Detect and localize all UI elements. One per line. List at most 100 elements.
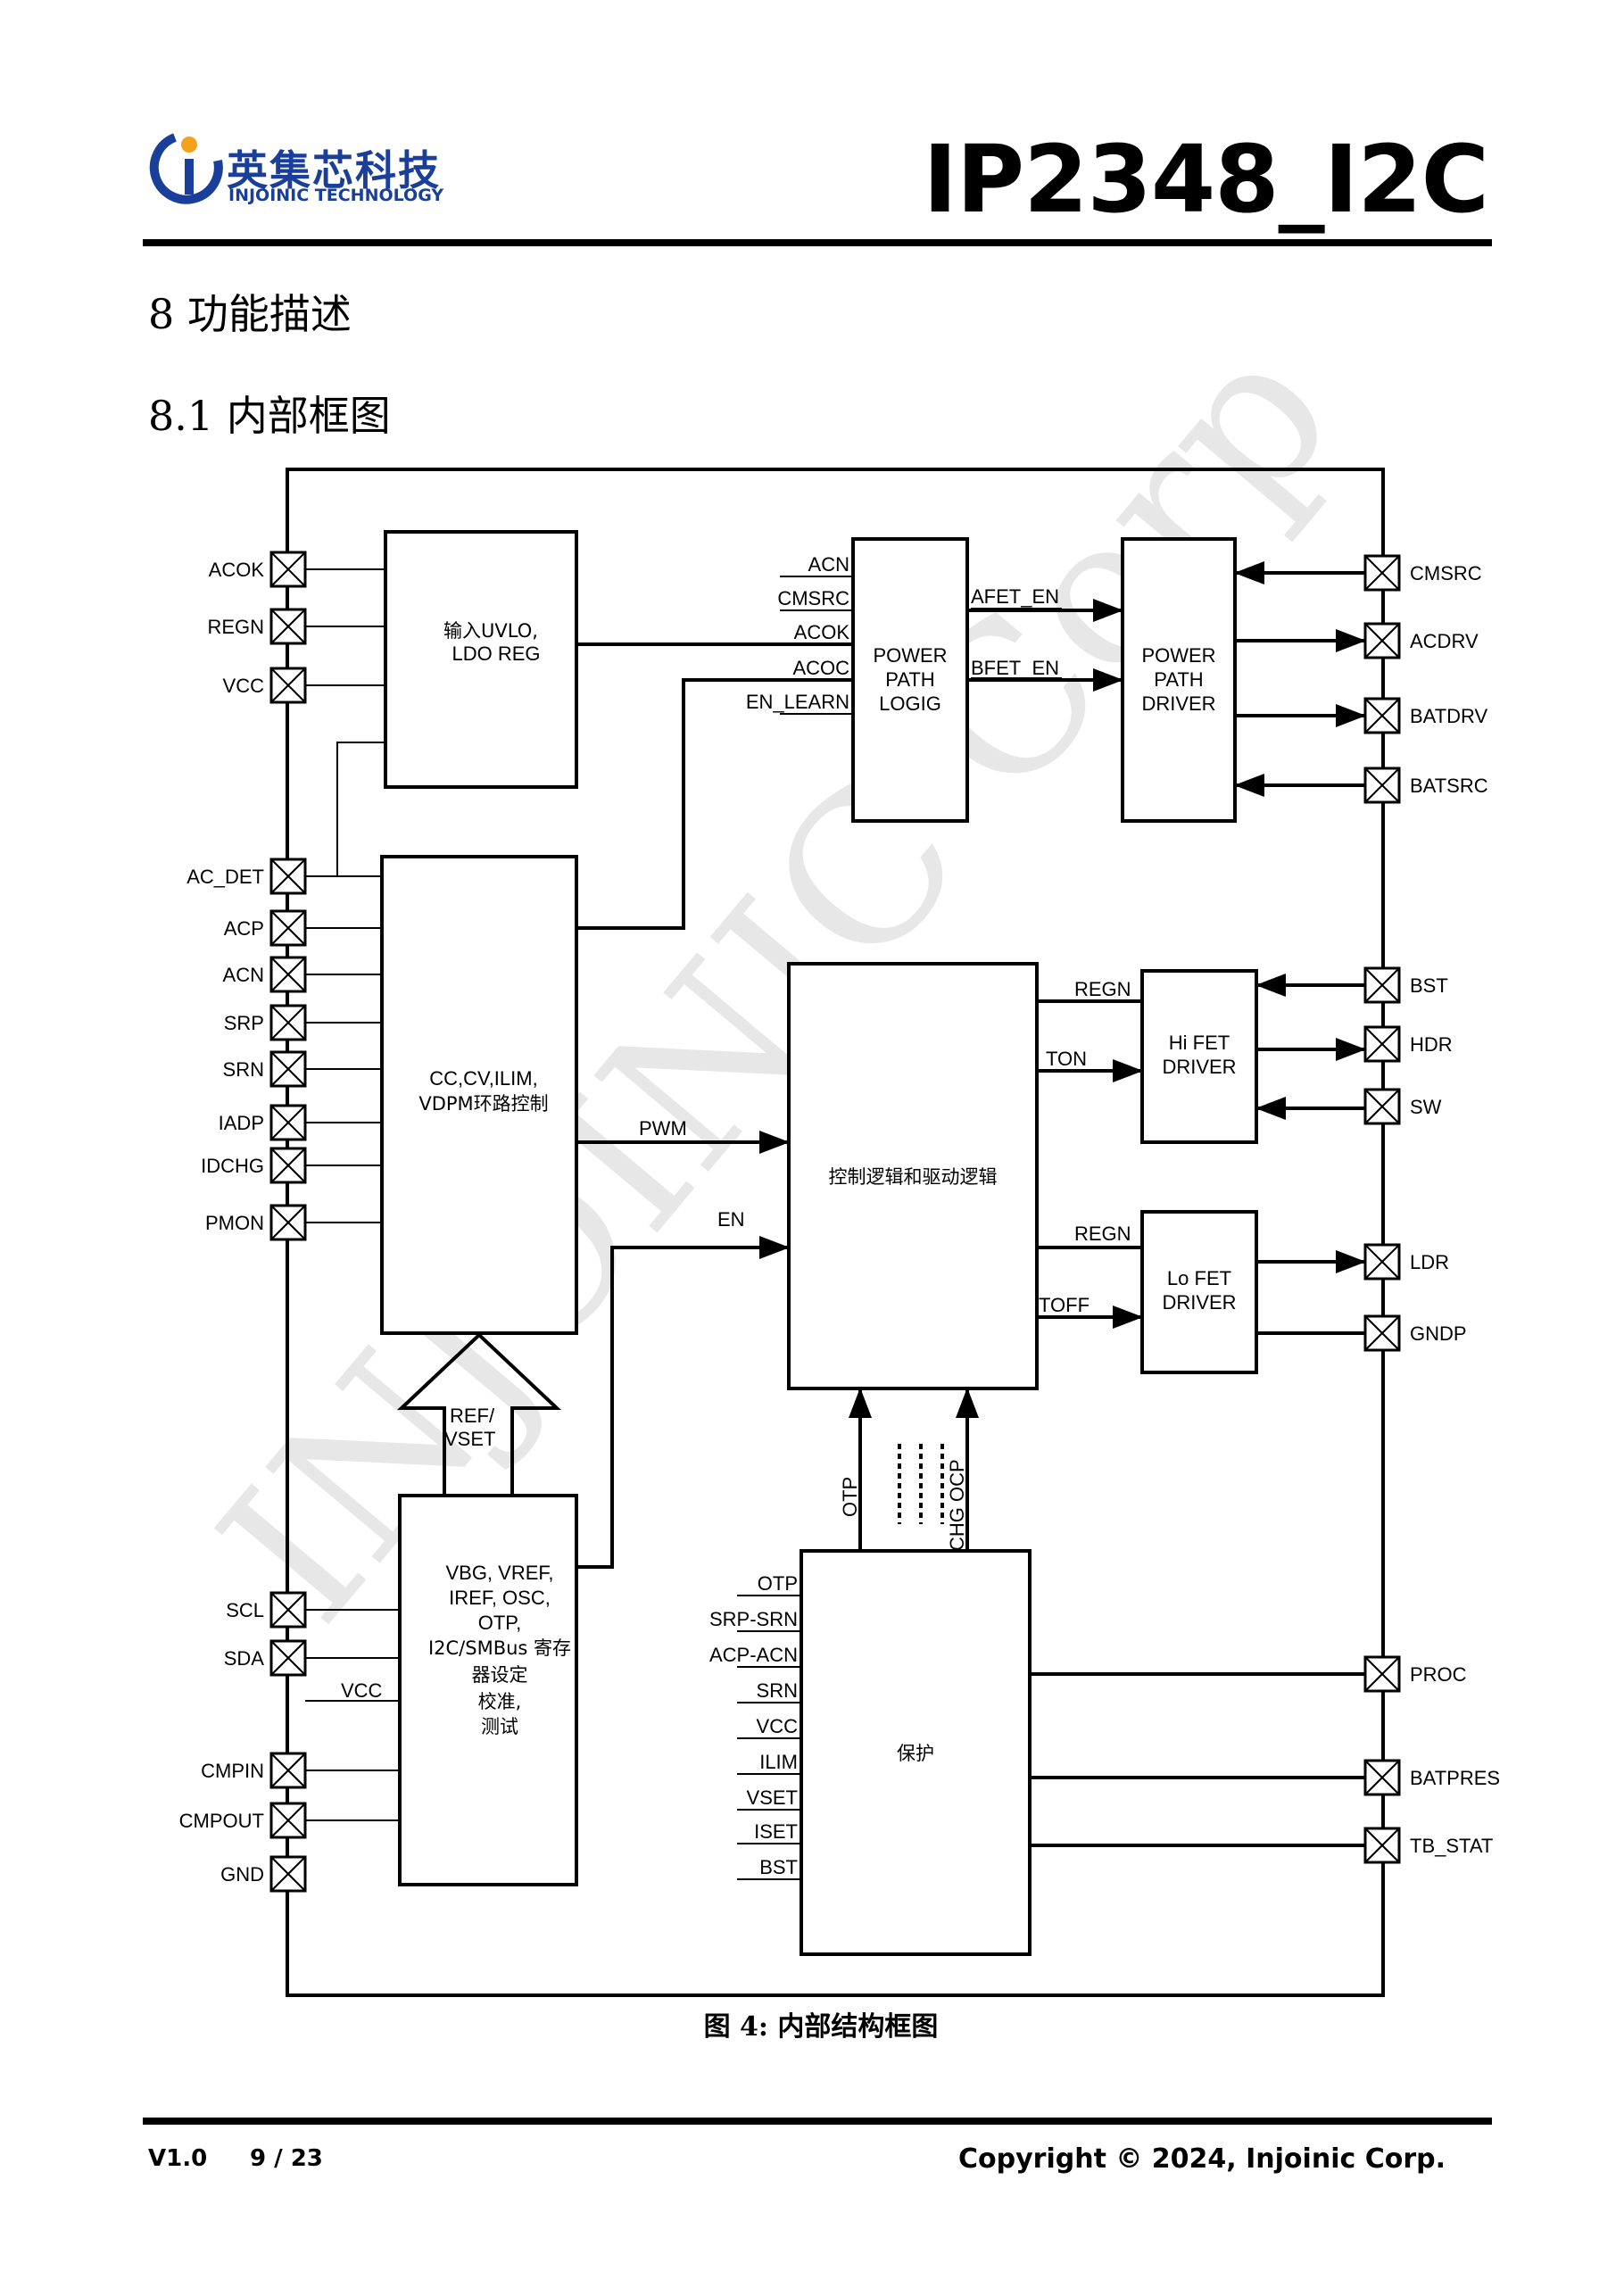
reference-label-line: IREF, OSC, [449, 1587, 551, 1609]
ppl-input-acoc-label: ACOC [792, 657, 849, 679]
left-pin-acp-label: ACP [224, 917, 264, 940]
left-pin-sda-label: SDA [224, 1647, 265, 1670]
document-title: IP2348_I2C [923, 125, 1489, 234]
subsection-heading: 8.1 内部框图 [148, 392, 391, 440]
ppl-label-2: PATH [885, 668, 934, 691]
ppl-label-3: LOGIG [879, 692, 941, 715]
right-pin-tb-stat-pin-cross-b [1364, 1828, 1400, 1863]
left-pin-scl-label: SCL [226, 1599, 264, 1621]
reference-label-line: VBG, VREF, [445, 1562, 553, 1584]
loop-to-enlearn-wire [576, 678, 853, 930]
ppd-label-1: POWER [1141, 644, 1215, 667]
left-pin-cmpin-pin-cross-b [270, 1753, 306, 1788]
left-pin-ac-det-label: AC_DET [186, 866, 264, 888]
lo-fet-label-2: DRIVER [1162, 1291, 1236, 1314]
protection-input-vcc-label: VCC [757, 1715, 799, 1737]
vcc-ref-label: VCC [341, 1679, 383, 1702]
left-pin-vcc-pin-cross-b [270, 667, 306, 703]
otp-signal-label: OTP [839, 1477, 861, 1517]
section-heading: 8 功能描述 [148, 290, 352, 338]
uvlo-label-2: LDO REG [452, 642, 540, 665]
control-logic-block [787, 962, 1039, 1390]
right-pin-acdrv-label: ACDRV [1410, 630, 1479, 652]
reference-label-line: 校准, [478, 1691, 522, 1712]
company-logo-icon [149, 133, 223, 204]
left-pin-acn-label: ACN [223, 964, 264, 986]
right-pin-batdrv-label: BATDRV [1410, 705, 1488, 727]
regn-lo-label: REGN [1074, 1223, 1131, 1245]
right-pin-sw-label: SW [1410, 1096, 1442, 1118]
right-pin-gndp-label: GNDP [1410, 1322, 1467, 1345]
right-pin-batsrc-label: BATSRC [1410, 775, 1488, 797]
ppd-label-3: DRIVER [1141, 692, 1215, 715]
left-pin-idchg-pin-cross-b [270, 1148, 306, 1183]
reference-label-line: 器设定 [472, 1664, 528, 1686]
left-pin-cmpout-pin-cross-b [270, 1803, 306, 1838]
regn-hi-label: REGN [1074, 978, 1131, 1000]
footer-page-number: 9 / 23 [250, 2145, 323, 2172]
lo-fet-label-1: Lo FET [1167, 1267, 1231, 1289]
protection-input-srp-srn-label: SRP-SRN [709, 1608, 798, 1630]
ref-vset-label-2: VSET [444, 1428, 495, 1450]
right-pin-acdrv-pin-cross-b [1364, 623, 1400, 659]
reference-label-line: 测试 [481, 1716, 518, 1737]
left-pin-acok-pin-cross-b [270, 551, 306, 587]
reference-label-line: I2C/SMBus 寄存 [428, 1637, 571, 1659]
left-pin-idchg-label: IDCHG [201, 1155, 264, 1177]
left-pin-gnd-pin-cross-b [270, 1856, 306, 1892]
hi-fet-label-2: DRIVER [1162, 1056, 1236, 1078]
ppl-input-en-learn-label: EN_LEARN [746, 691, 849, 713]
left-pin-srp-label: SRP [224, 1012, 264, 1034]
right-pin-bst-pin-cross-b [1364, 967, 1400, 1003]
left-pin-pmon-pin-cross-b [270, 1205, 306, 1240]
ppl-input-cmsrc-label: CMSRC [777, 587, 849, 609]
hi-fet-driver-block [1140, 969, 1258, 1144]
loop-control-block [380, 855, 578, 1335]
left-pin-gnd-label: GND [220, 1863, 264, 1886]
en-wire [576, 1236, 790, 1569]
right-pin-sw-pin-cross-b [1364, 1089, 1400, 1124]
protection-input-ilim-label: ILIM [759, 1751, 798, 1773]
left-pin-regn-label: REGN [207, 616, 264, 638]
right-pin-hdr-label: HDR [1410, 1033, 1453, 1056]
protection-input-vset-label: VSET [747, 1786, 798, 1809]
right-pin-proc-label: PROC [1410, 1663, 1467, 1686]
ppl-input-acok-label: ACOK [794, 621, 850, 643]
left-pin-cmpin-label: CMPIN [201, 1760, 264, 1782]
ref-vset-label-1: REF/ [450, 1405, 495, 1427]
logo-chinese-name: 英集芯科技 [227, 146, 441, 195]
reference-label-line: OTP, [478, 1612, 522, 1634]
left-pin-acp-pin-cross-b [270, 910, 306, 946]
right-pin-batsrc-pin-cross-b [1364, 767, 1400, 803]
left-pin-srn-pin-cross-b [270, 1051, 306, 1087]
chg-ocp-label: CHG OCP [946, 1459, 968, 1551]
hi-fet-label-1: Hi FET [1169, 1032, 1230, 1054]
right-pin-ldr-pin-cross-b [1364, 1244, 1400, 1280]
right-pin-batpres-label: BATPRES [1410, 1767, 1500, 1789]
left-pin-group: ACOKREGNVCCAC_DETACPACNSRPSRNIADPIDCHGPM… [179, 551, 400, 1893]
right-pin-gndp-pin-cross-b [1364, 1315, 1400, 1351]
protection-input-srn-label: SRN [757, 1679, 798, 1702]
protection-input-bst-label: BST [759, 1856, 798, 1878]
right-pin-bst-label: BST [1410, 974, 1448, 997]
right-pin-batpres-pin-cross-b [1364, 1760, 1400, 1795]
left-pin-srn-label: SRN [223, 1058, 264, 1081]
loop-label-2: VDPM环路控制 [418, 1093, 548, 1115]
loop-label-1: CC,CV,ILIM, [429, 1067, 537, 1090]
protection-input-otp-label: OTP [758, 1572, 798, 1595]
left-pin-ac-det-pin-cross-b [270, 858, 306, 894]
ppl-label-1: POWER [873, 644, 947, 667]
right-pin-ldr-label: LDR [1410, 1251, 1449, 1273]
protection-input-acp-acn-label: ACP-ACN [709, 1644, 798, 1666]
right-pin-proc-pin-cross-b [1364, 1656, 1400, 1692]
left-pin-regn-pin-cross-b [270, 609, 306, 644]
reference-label-lines: VBG, VREF, IREF, OSC, OTP, I2C/SMBus 寄存器设定校… [428, 1562, 571, 1737]
protection-input-iset-label: ISET [754, 1820, 798, 1843]
figure-caption: 图 4: 内部结构框图 [703, 2011, 939, 2043]
left-pin-vcc-label: VCC [223, 675, 265, 697]
right-pin-batdrv-pin-cross-b [1364, 698, 1400, 734]
logo-english-name: INJOINIC TECHNOLOGY [228, 186, 444, 205]
left-pin-scl-pin-cross-b [270, 1592, 306, 1628]
left-pin-sda-pin-cross-b [270, 1640, 306, 1676]
